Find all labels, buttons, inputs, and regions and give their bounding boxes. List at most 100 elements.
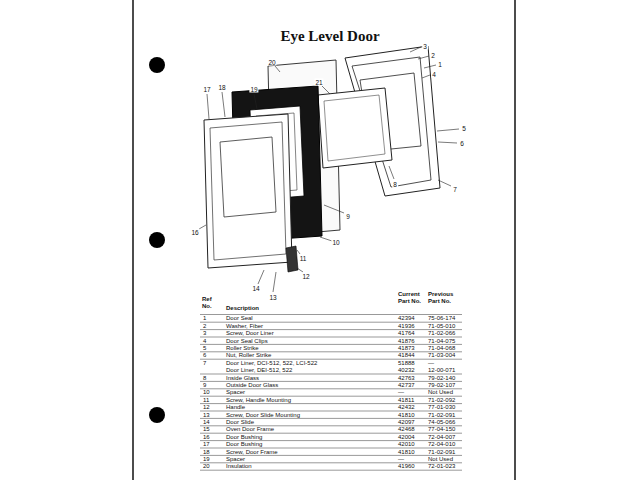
table-cell: 41811 [398, 397, 414, 404]
callout-number: 11 [299, 255, 308, 262]
leader-line [438, 142, 457, 143]
table-header: Current Part No. [398, 291, 424, 304]
table-cell: Screw, Door Liner [226, 330, 274, 337]
page-edge [132, 0, 134, 480]
table-cell: Door Slide [226, 419, 254, 426]
table-cell: 71-04-068 [428, 345, 455, 352]
table-cell: Spacer [226, 456, 245, 463]
table-cell: 40232 [398, 367, 415, 374]
table-header: Description [226, 305, 259, 312]
table-cell: 71-05-010 [428, 323, 455, 330]
leader-line [324, 205, 344, 213]
table-cell: 9 [203, 382, 206, 389]
callout-number: 12 [301, 273, 310, 280]
callout-number: 3 [422, 43, 428, 50]
table-rule [200, 337, 462, 338]
table-cell: 72-04-007 [428, 434, 455, 441]
table-cell: 74-05-066 [428, 419, 455, 426]
table-cell: 42010 [398, 441, 415, 448]
table-cell: 42763 [398, 375, 415, 382]
callout-number: 2 [430, 52, 436, 59]
table-cell: — [428, 360, 434, 367]
punch-hole [149, 407, 165, 423]
table-rule [200, 381, 462, 382]
table-cell: Not Used [428, 389, 453, 396]
table-cell: Door Liner, DCI-512, 522, LCI-522 [226, 360, 317, 367]
table-cell: 72-01-023 [428, 463, 455, 470]
table-cell: Inside Glass [226, 375, 259, 382]
table-cell: 2 [203, 323, 206, 330]
table-cell: 42004 [398, 434, 415, 441]
table-cell: 13 [203, 412, 210, 419]
table-rule [200, 351, 462, 352]
table-cell: 4 [203, 338, 206, 345]
leader-line [273, 272, 276, 292]
table-cell: 7 [203, 360, 206, 367]
outer-door [210, 122, 286, 260]
table-rule [200, 344, 462, 345]
table-cell: 20 [203, 463, 210, 470]
leader-line [322, 86, 330, 94]
handle [286, 246, 298, 272]
table-cell: Washer, Fiber [226, 323, 263, 330]
leader-line [410, 47, 421, 52]
table-cell: Insulation [226, 463, 252, 470]
table-rule [200, 433, 462, 434]
table-cell: 71-02-066 [428, 330, 455, 337]
table-cell: 41873 [398, 345, 415, 352]
callout-number: 18 [217, 84, 226, 91]
leader-line [437, 129, 459, 131]
callout-number: 14 [251, 285, 260, 292]
table-cell: 72-04-010 [428, 441, 455, 448]
table-cell: 8 [203, 375, 206, 382]
callout-number: 10 [331, 239, 340, 246]
leader-line [297, 250, 300, 254]
table-cell: 19 [203, 456, 210, 463]
leader-line [207, 94, 209, 119]
callout-number: 1 [437, 61, 443, 68]
table-cell: 15 [203, 426, 210, 433]
table-rule [200, 425, 462, 426]
table-cell: Handle [226, 404, 245, 411]
leader-line [389, 166, 394, 179]
callout-number: 13 [268, 294, 277, 301]
table-header: Previous Part No. [428, 291, 458, 304]
table-cell: 41844 [398, 352, 415, 359]
table-cell: Spacer [226, 389, 245, 396]
table-rule [200, 411, 462, 412]
table-rule [200, 359, 462, 360]
table-cell: 17 [203, 441, 210, 448]
table-cell: Door Bushing [226, 441, 262, 448]
table-cell: 79-02-107 [428, 382, 455, 389]
table-cell: 42737 [398, 382, 415, 389]
table-cell: Screw, Door Frame [226, 449, 278, 456]
leader-line [424, 65, 436, 68]
table-cell: 5 [203, 345, 206, 352]
table-rule [200, 448, 462, 449]
leader-lines [199, 47, 459, 292]
table-cell: Door Seal [226, 315, 253, 322]
table-cell: 71-04-075 [428, 338, 455, 345]
table-rule [200, 322, 462, 323]
leader-line [438, 180, 451, 186]
table-cell: Screw, Handle Mounting [226, 397, 291, 404]
callout-number: 8 [392, 181, 398, 188]
callout-number: 6 [459, 140, 465, 147]
punch-hole [149, 57, 165, 73]
table-cell: 51888 [398, 360, 415, 367]
callout-number: 20 [267, 59, 276, 66]
leader-line [222, 92, 225, 117]
leader-line [320, 237, 332, 241]
table-rule [200, 329, 462, 330]
table-cell: Screw, Door Slide Mounting [226, 412, 300, 419]
leader-line [297, 268, 303, 272]
table-cell: 16 [203, 434, 210, 441]
table-cell: 77-04-150 [428, 426, 455, 433]
table-header: Ref No. [202, 296, 220, 309]
callout-number: 5 [461, 125, 467, 132]
callout-number: 4 [431, 71, 437, 78]
table-cell: Oven Door Frame [226, 426, 274, 433]
leader-line [275, 66, 280, 72]
